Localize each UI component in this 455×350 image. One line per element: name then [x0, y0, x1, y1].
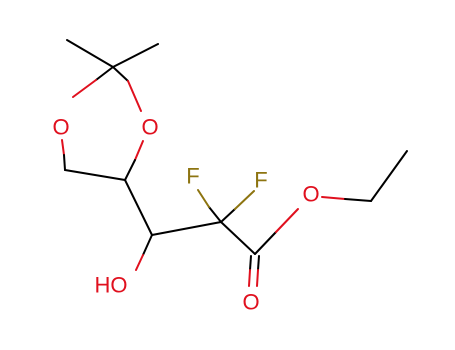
bond-ch2-ch — [64, 169, 126, 181]
atom-hydroxyl: HO — [95, 273, 128, 298]
atom-ester-oxygen: O — [302, 182, 319, 207]
bond-ethyl-ch2-ch3 — [370, 150, 408, 202]
bond-ester-o-ch2-o-part — [321, 196, 346, 200]
bond-ring-o-right-ch-o-part — [134, 140, 144, 161]
bond-ester-o-ch2-c-part — [344, 198, 372, 202]
bond-carbinol-oh-c-part — [142, 234, 153, 256]
atom-fluorine-1: F — [186, 164, 199, 189]
atom-fluorine-2: F — [254, 168, 267, 193]
bond-ring-o-left-ch2-c-part — [63, 154, 66, 171]
bond-cf2-f2-f-part — [234, 190, 255, 210]
bond-cf2-f1-c-part — [208, 206, 222, 223]
bond-carbonyl-double-2-o-part — [256, 269, 259, 287]
bond-carbonyl-double-2-c-part — [257, 255, 260, 271]
bond-cf2-carbonyl-c — [220, 221, 256, 255]
bond-carbinol-cf2 — [151, 221, 222, 236]
atom-ring-oxygen-right: O — [141, 115, 158, 140]
bond-ketal-c-ring-o-right-o-part — [127, 80, 142, 112]
bond-ketal-c-ring-o-left-o-part — [72, 79, 97, 98]
bond-methyl-b — [112, 43, 159, 68]
bond-carbonyl-double-1-c-part — [249, 255, 252, 271]
bond-carbonyl-ester-o-o-part — [275, 208, 299, 233]
atom-carbonyl-oxygen: O — [242, 290, 259, 315]
atom-ring-oxygen-left: O — [52, 115, 69, 140]
bond-ring-o-left-ch2-o-part — [61, 139, 65, 156]
bond-ketal-c-ring-o-right-c-part — [112, 66, 129, 82]
bond-cf2-f1-f-part — [197, 189, 210, 208]
bond-cf2-f2-c-part — [220, 208, 236, 223]
bond-carbinol-oh-o-part — [135, 254, 144, 271]
bond-carbonyl-ester-o-c-part — [254, 231, 277, 255]
bond-carbonyl-double-1-o-part — [248, 269, 251, 287]
bond-ring-o-right-ch-c-part — [124, 159, 136, 181]
bond-ketal-c-ring-o-left-c-part — [95, 66, 114, 81]
bond-methyl-a — [66, 39, 114, 68]
bond-ring-ch-carbinol — [124, 179, 153, 236]
